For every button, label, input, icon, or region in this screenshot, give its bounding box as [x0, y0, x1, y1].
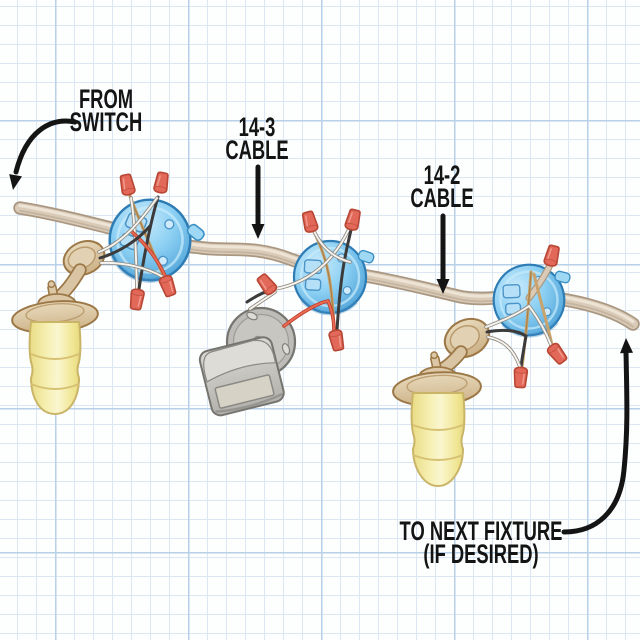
wire-nut-icon [512, 366, 529, 389]
wire-nut-icon [128, 287, 146, 312]
wire-nut-icon [152, 170, 171, 195]
label-14-2-line1: 14-2 [423, 160, 461, 190]
glass-shade [28, 321, 82, 416]
motion-sensor-fixture-icon [198, 306, 297, 417]
arrow-from-switch [9, 118, 78, 190]
canopy-icon [443, 317, 491, 359]
label-14-3-cable: 14-3 CABLE [169, 112, 346, 165]
glass-shade [410, 392, 466, 488]
wire-nut-icon [157, 273, 179, 299]
wires-box-1 [97, 194, 167, 292]
label-14-2-line2: CABLE [410, 183, 474, 213]
wire-nut-icon [300, 209, 320, 235]
label-from-switch: FROM SWITCH [18, 84, 195, 137]
label-14-2-cable: 14-2 CABLE [354, 160, 531, 213]
label-from-switch-line1: FROM [78, 84, 134, 114]
label-14-3-line1: 14-3 [238, 112, 276, 142]
arrow-14-2-cable [436, 213, 450, 294]
label-from-switch-line2: SWITCH [69, 107, 143, 137]
wires-box-2 [245, 227, 353, 332]
arrow-to-next-fixture [561, 338, 634, 535]
label-to-next-fixture: TO NEXT FIXTURE (IF DESIRED) [393, 516, 570, 569]
label-to-next-line1: TO NEXT FIXTURE [399, 516, 563, 546]
sensor-head [198, 336, 285, 417]
lantern-fixture-1 [11, 240, 106, 416]
label-14-3-line2: CABLE [225, 135, 289, 165]
wire-nut-icon [542, 243, 562, 268]
lantern-fixture-2 [392, 317, 491, 488]
label-to-next-line2: (IF DESIRED) [423, 539, 539, 569]
wire-nut-icon [327, 328, 346, 353]
wires-box-3 [484, 261, 554, 369]
arrow-14-3-cable [251, 164, 265, 239]
wire-nut-icon [343, 207, 363, 232]
wire-nut-icon [118, 172, 137, 197]
